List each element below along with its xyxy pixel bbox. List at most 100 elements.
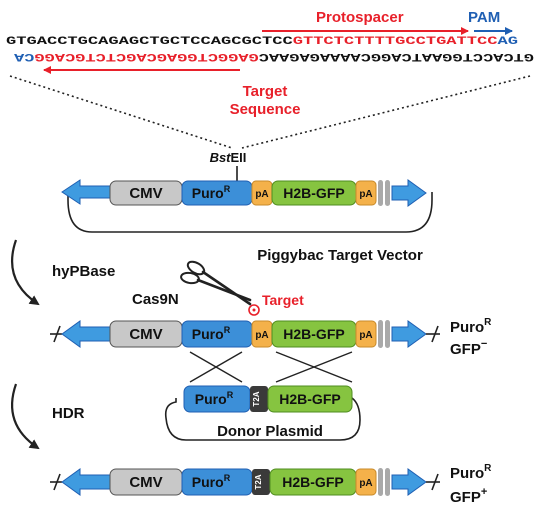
scissors-blade-2 [196, 278, 252, 302]
hypbase-label: hyPBase [52, 263, 115, 280]
itr-right-arrow-icon-2 [391, 320, 427, 348]
itr-left-arrow-icon-3 [61, 468, 111, 496]
genome-break-right [431, 325, 439, 343]
bottom-strand-black: GTCACCTGGAATCAGGCAAAAGAGAAC [258, 50, 534, 62]
puro-text-2: Puro [192, 326, 224, 342]
top-strand-pam: AG [498, 36, 519, 48]
donor-h2b-gfp-box [267, 385, 353, 413]
cmv-label-3: CMV [129, 474, 162, 491]
phenotype-row4-puro-text: Puro [450, 465, 484, 482]
bottom-strand-sequence: GTCACCTGGAATCAGGCAAAAGAGAACGAGGCTGGAGCAG… [13, 50, 534, 62]
phenotype-row4-puro: PuroR [450, 463, 492, 482]
bottom-strand-red: GAGGCTGGAGCAGCTCTGCAGG [34, 50, 259, 62]
h2b-gfp-label-2: H2B-GFP [283, 326, 344, 342]
h2b-gfp-label-3: H2B-GFP [282, 474, 343, 490]
edited-construct: CMV PuroR T2A H2B-GFP pA [50, 468, 440, 496]
donor-plasmid-construct: PuroR T2A H2B-GFP [164, 385, 361, 441]
donor-puro-superscript: R [227, 390, 234, 400]
donor-backbone [164, 397, 361, 441]
bsteii-label: BstEII [210, 150, 247, 165]
phenotype-row4-puro-sup: R [484, 463, 492, 474]
pa-label-5: pA [359, 478, 372, 489]
pa-label-4: pA [359, 330, 372, 341]
puro-superscript: R [224, 184, 231, 194]
phenotype-row4-gfp-sup: + [481, 486, 487, 498]
itr-right-arrow-icon-3 [391, 468, 427, 496]
puro-text-3: Puro [192, 474, 224, 490]
puro-superscript-2: R [224, 325, 231, 335]
pam-label: PAM [468, 9, 500, 26]
phenotype-row2-puro: PuroR [450, 317, 492, 336]
puro-label-3: PuroR [192, 473, 231, 490]
protospacer-label: Protospacer [316, 9, 404, 26]
insulator-bar-1 [378, 180, 383, 206]
pa-box-4 [355, 320, 377, 348]
insulator-bar-6 [385, 468, 390, 496]
puro-text: Puro [192, 185, 224, 201]
cas9n-label: Cas9N [132, 291, 179, 308]
cmv-label: CMV [129, 185, 162, 202]
phenotype-row2-gfp: GFP− [450, 338, 487, 358]
puro-label-2: PuroR [192, 325, 231, 342]
pa-box-2 [355, 180, 377, 206]
insulator-bar-4 [385, 320, 390, 348]
donor-h2b-gfp-label: H2B-GFP [279, 391, 340, 407]
crossover-line-4 [275, 351, 353, 383]
zoom-line-left [9, 75, 233, 149]
insulator-bar-5 [378, 468, 383, 496]
t2a-box [252, 469, 270, 495]
target-site-dot [252, 308, 256, 312]
pa-label-2: pA [359, 189, 372, 200]
top-strand-target: GTTCTCTTTTGCCTGATTCC [293, 36, 498, 48]
target-vector-label: Piggybac Target Vector [257, 247, 423, 264]
phenotype-row2-gfp-text: GFP [450, 341, 481, 358]
phenotype-row2-puro-text: Puro [450, 319, 484, 336]
pa-label-3: pA [255, 330, 268, 341]
hdr-label: HDR [52, 405, 85, 422]
crossover-lines [189, 351, 353, 383]
top-strand-prefix: GTGACCTGCAGAGCTGCTCCAGCGCTCC [6, 36, 293, 48]
phenotype-row2-gfp-sup: − [481, 338, 487, 350]
sequence-region: Protospacer PAM GTGACCTGCAGAGCTGCTCCAGCG… [6, 9, 534, 149]
target-vector-backbone [67, 192, 433, 233]
itr-left-arrow-icon-2 [61, 320, 111, 348]
phenotype-row2-puro-sup: R [484, 317, 492, 328]
target-site-label: Target [262, 292, 304, 308]
target-vector-construct: CMV PuroR pA H2B-GFP pA [61, 179, 433, 233]
h2b-gfp-label: H2B-GFP [283, 185, 344, 201]
bottom-strand-blue: CA [13, 50, 34, 62]
scissors-blade-1 [201, 270, 252, 306]
insulator-bar-3 [378, 320, 383, 348]
target-sequence-label-2: Sequence [230, 101, 301, 118]
cas9n-scissors-icon [180, 260, 252, 306]
t2a-label: T2A [254, 474, 263, 489]
crossover-line-2 [189, 351, 243, 383]
donor-t2a-box [250, 386, 268, 412]
target-sequence-label-1: Target [243, 83, 288, 100]
genome-break-right-2 [431, 473, 439, 491]
insulator-bar-2 [385, 180, 390, 206]
genome-break-left-2 [53, 473, 61, 491]
cmv-label-2: CMV [129, 326, 162, 343]
phenotype-row4-gfp-text: GFP [450, 489, 481, 506]
bsteii-rest: EII [231, 150, 247, 165]
pa-label-1: pA [255, 189, 268, 200]
itr-left-arrow-icon [61, 179, 111, 205]
bottom-strand-group: GTCACCTGGAATCAGGCAAAAGAGAACGAGGCTGGAGCAG… [13, 50, 534, 62]
itr-right-arrow-icon [391, 179, 427, 207]
puro-label: PuroR [192, 184, 231, 201]
pa-box-5 [355, 468, 377, 496]
donor-t2a-label: T2A [252, 391, 261, 406]
donor-plasmid-label: Donor Plasmid [217, 423, 323, 440]
integrated-construct: CMV PuroR pA H2B-GFP pA [50, 320, 440, 348]
bsteii-italic: Bst [210, 150, 232, 165]
hypbase-curved-arrow [11, 239, 40, 306]
hdr-curved-arrow [11, 383, 40, 450]
donor-puro-label: PuroR [195, 390, 234, 407]
target-site-marker [248, 304, 260, 316]
puro-superscript-3: R [224, 473, 231, 483]
genome-break-left [53, 325, 61, 343]
